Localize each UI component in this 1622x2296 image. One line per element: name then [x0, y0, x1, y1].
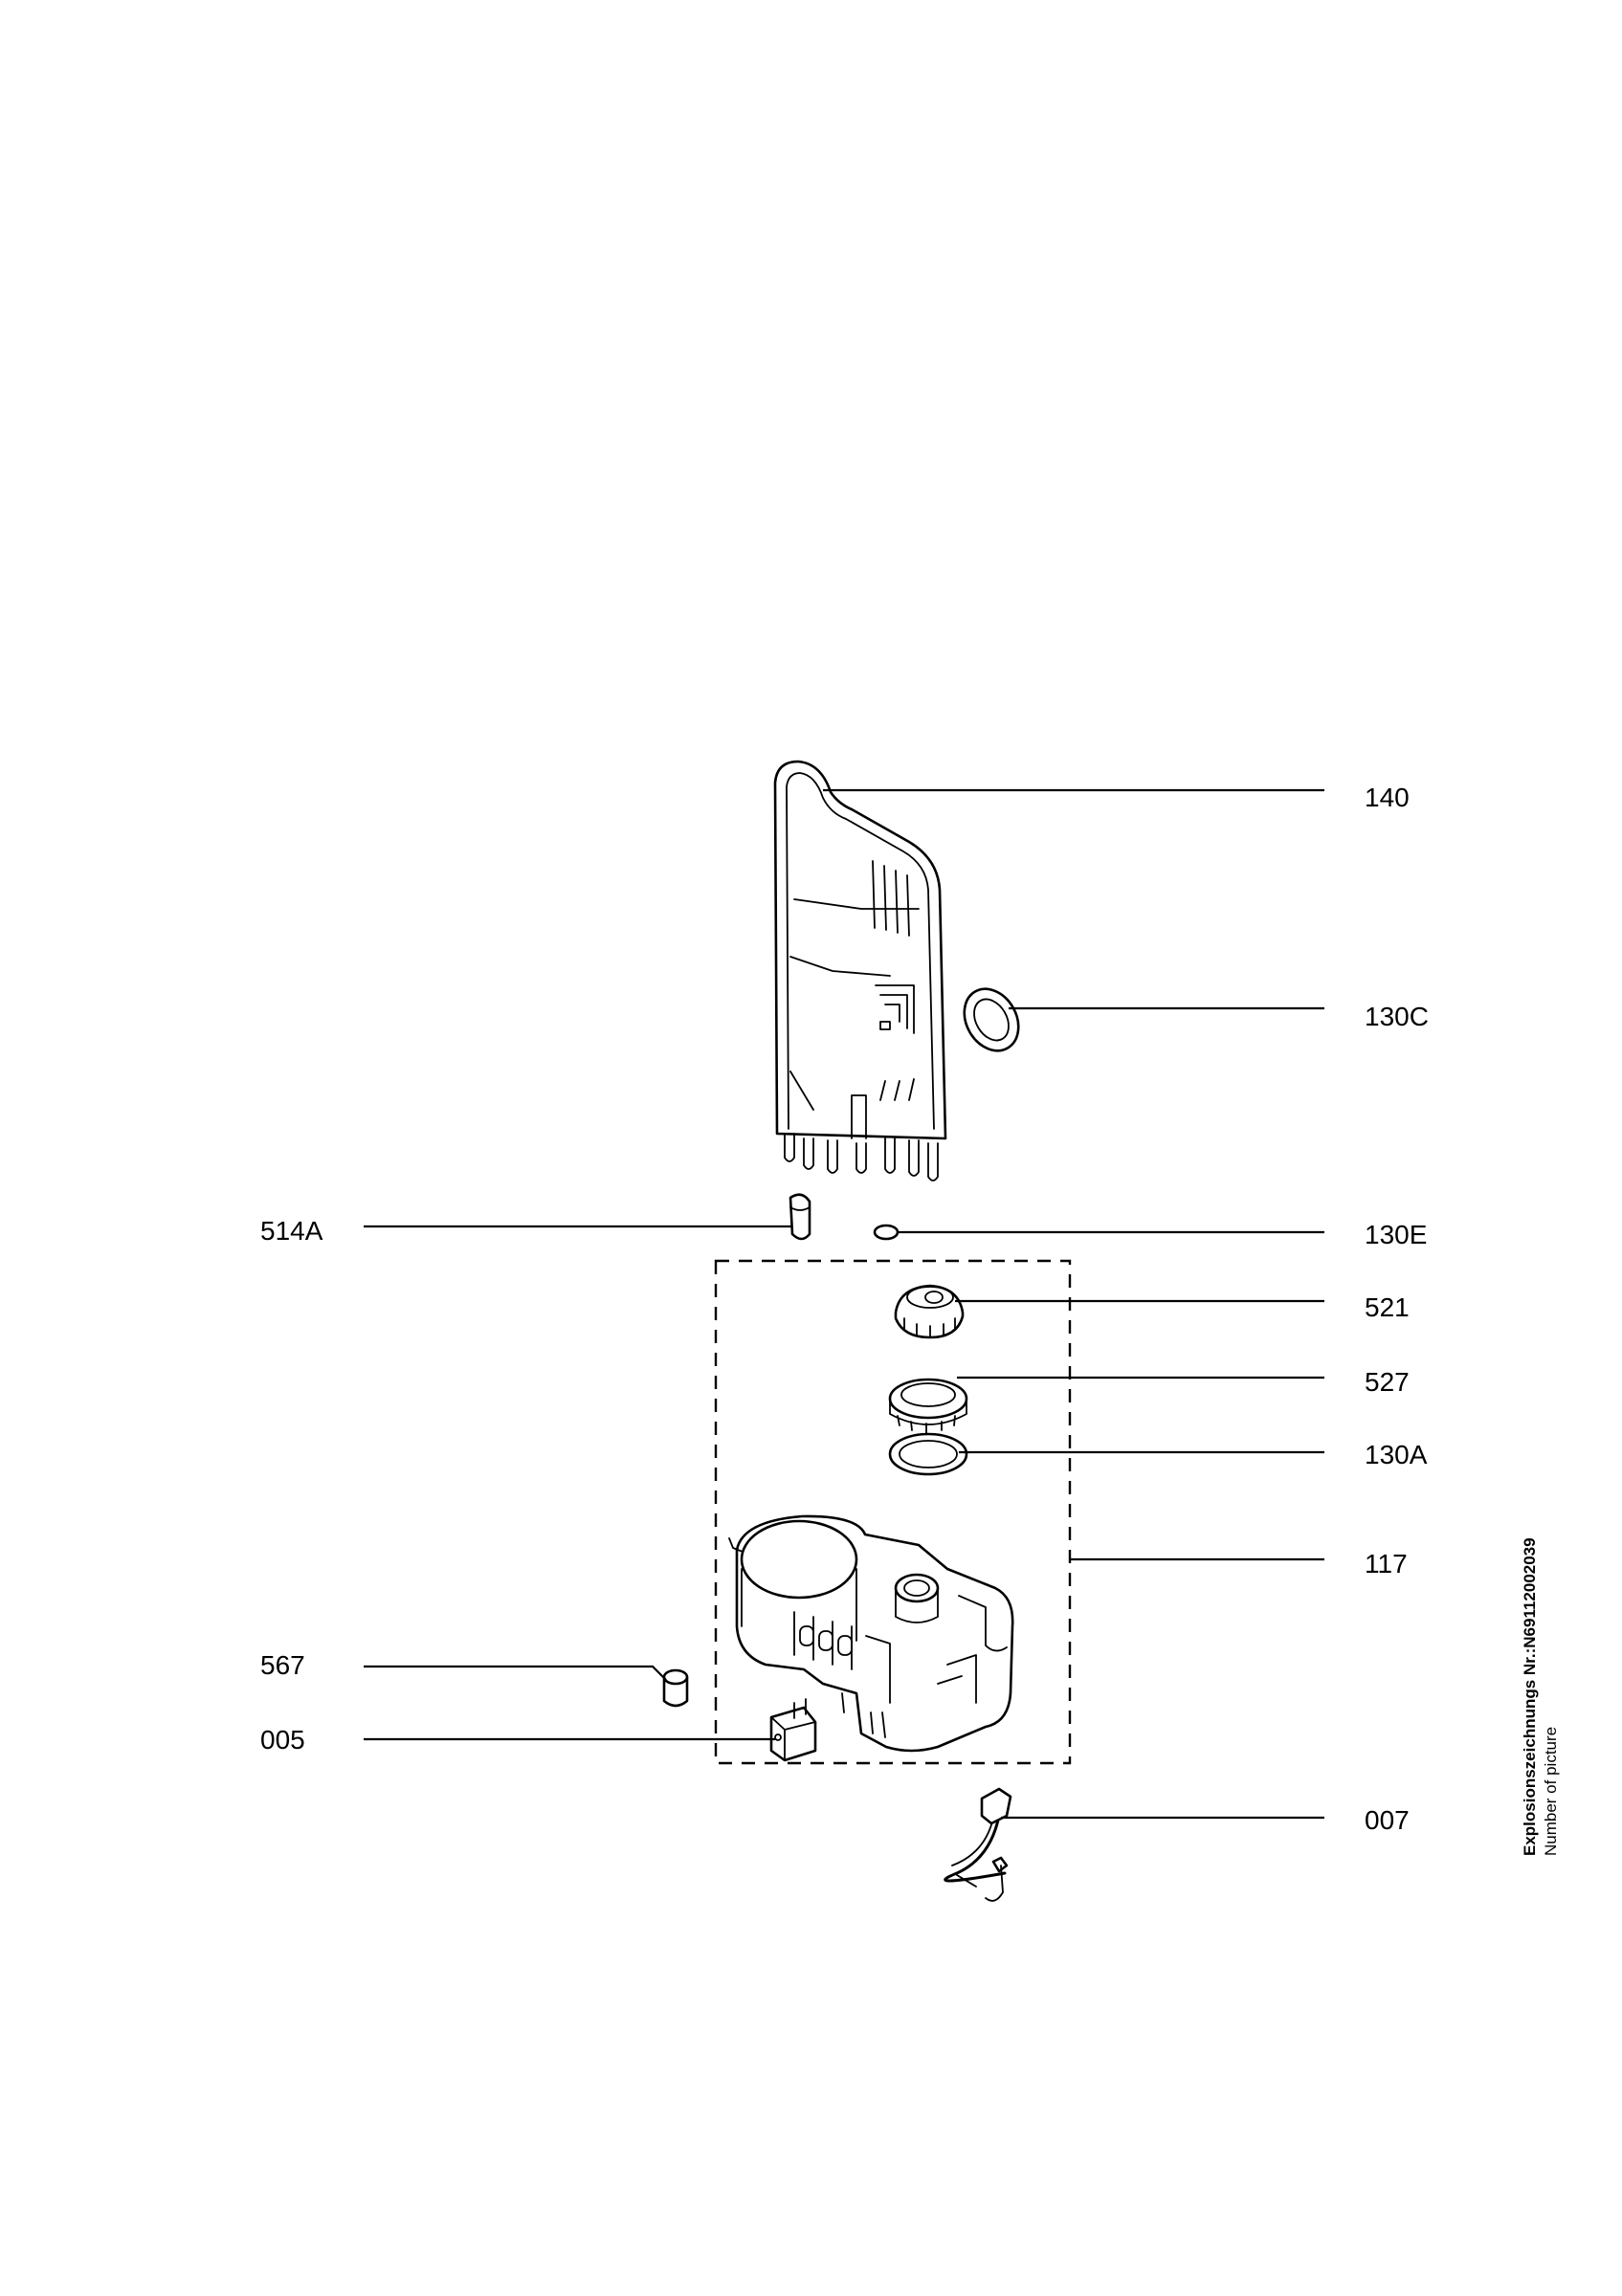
- assembly-117-boundary: [714, 1259, 1072, 1765]
- label-130a: 130A: [1365, 1440, 1428, 1469]
- label-007: 007: [1365, 1805, 1410, 1835]
- part-130a-gasket: [888, 1432, 968, 1476]
- drawing-number: Explosionszeichnungs Nr.:N69112002039: [1521, 1537, 1539, 1856]
- part-140-panel: [773, 760, 947, 1181]
- part-527-collar: [888, 1378, 968, 1434]
- label-514a: 514A: [260, 1216, 323, 1246]
- part-005-connector: [769, 1698, 817, 1762]
- label-140: 140: [1365, 783, 1410, 812]
- part-521-nut: [894, 1284, 965, 1339]
- part-567-cylinder: [662, 1668, 689, 1708]
- label-130e: 130E: [1365, 1220, 1427, 1249]
- part-514a-cap: [789, 1193, 811, 1241]
- drawing-subtitle: Number of picture: [1542, 1726, 1560, 1856]
- part-130e-oring: [873, 1224, 900, 1241]
- part-007-cable: [944, 1787, 1012, 1902]
- label-130c: 130C: [1365, 1002, 1429, 1031]
- leader-567: [364, 1665, 667, 1681]
- part-117-container: [728, 1514, 1014, 1753]
- label-527: 527: [1365, 1367, 1410, 1397]
- label-117: 117: [1365, 1549, 1408, 1578]
- label-567: 567: [260, 1650, 305, 1680]
- part-130c-ring: [963, 987, 1020, 1052]
- label-521: 521: [1365, 1292, 1410, 1322]
- label-005: 005: [260, 1725, 305, 1755]
- drawing-caption: Explosionszeichnungs Nr.:N69112002039 Nu…: [1520, 1454, 1581, 1856]
